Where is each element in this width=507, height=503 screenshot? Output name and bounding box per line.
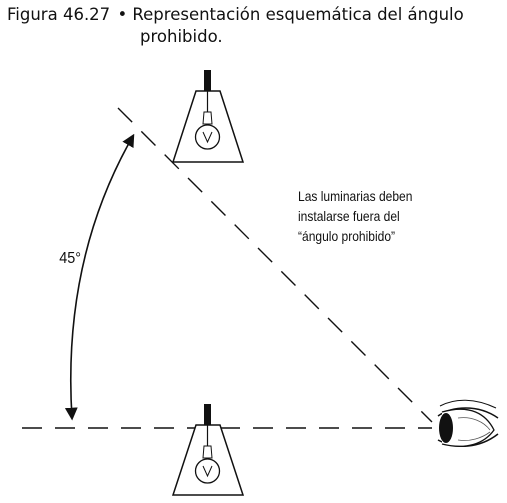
caption-text-line1: Representación esquemática del ángulo (132, 5, 464, 24)
figure-number: Figura 46.27 (7, 5, 111, 24)
angle-label: 45° (59, 250, 81, 267)
annotation-line-3: “ángulo prohibido” (298, 228, 396, 244)
annotation-line-2: instalarse fuera del (298, 208, 400, 224)
caption-text-line2: prohibido. (140, 27, 223, 46)
annotation-text: Las luminarias deben instalarse fuera de… (298, 186, 436, 246)
annotation-line-1: Las luminarias deben (298, 188, 413, 204)
caption-bullet: • (117, 5, 128, 24)
angle-arc (64, 133, 135, 421)
forbidden-angle-line (117, 107, 433, 423)
observer-eye-icon (437, 399, 499, 447)
lower-luminaire-icon (171, 404, 245, 496)
figure-caption: Figura 46.27 • Representación esquemátic… (7, 4, 502, 48)
upper-luminaire-icon (171, 70, 245, 163)
